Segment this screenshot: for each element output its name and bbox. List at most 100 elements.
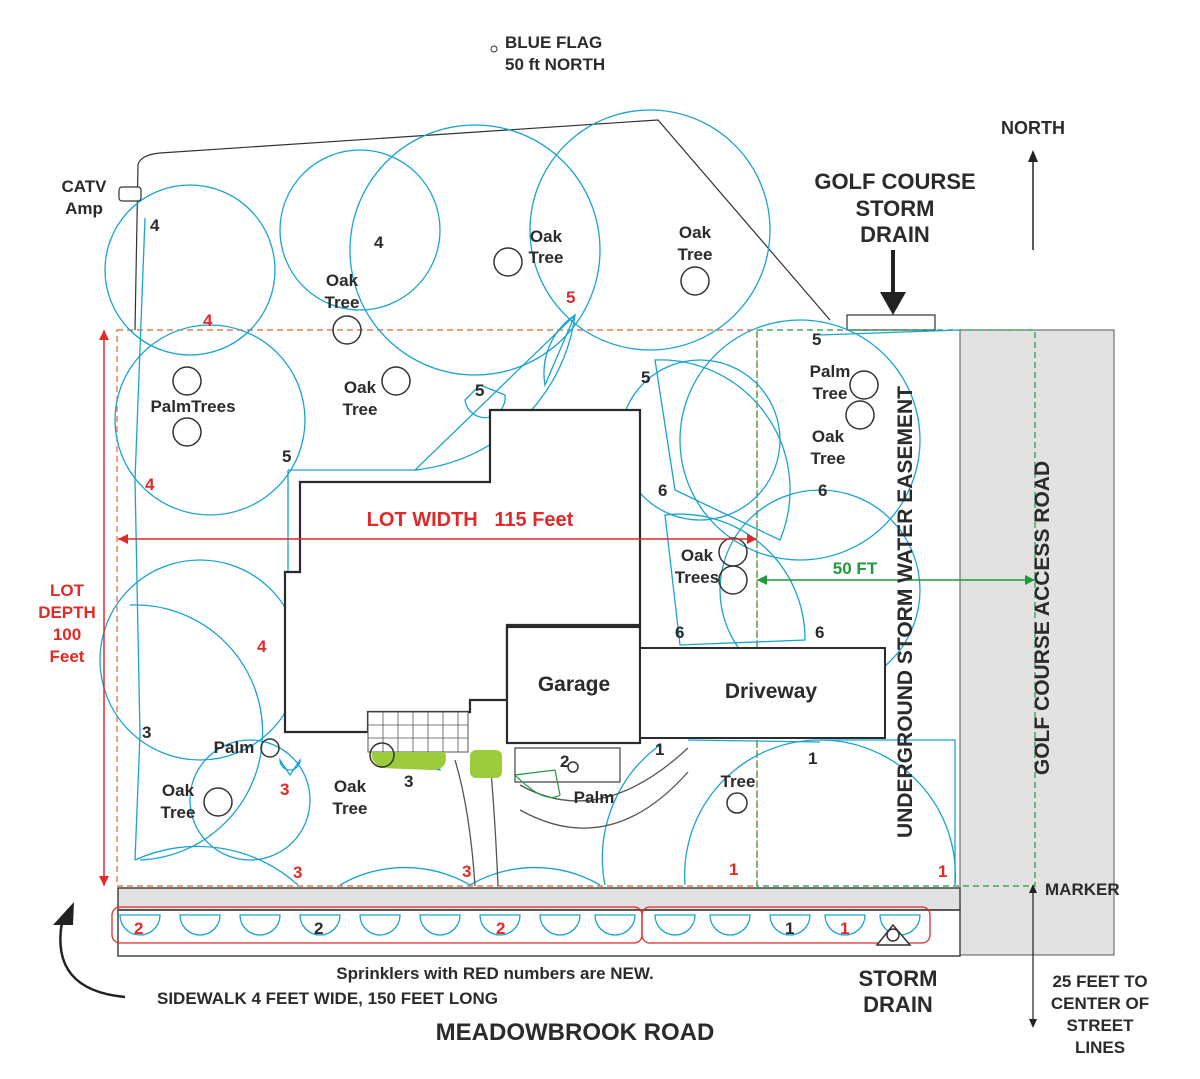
golf-drain-label-2: STORM — [855, 196, 934, 221]
lot-depth-label-3: 100 — [53, 625, 81, 644]
golf-access-road — [959, 329, 1115, 956]
walkway — [454, 747, 689, 887]
oak-trees-label: Trees — [675, 568, 719, 587]
zone-numbers: 4 4 4 5 5 5 5 5 4 6 6 4 6 6 3 1 1 2 3 3 … — [134, 216, 947, 938]
oak-tree-label: Oak — [334, 777, 367, 796]
zone-number-2-new: 2 — [496, 919, 505, 938]
zone-number-4-new: 4 — [145, 475, 155, 494]
lot-boundary — [116, 329, 758, 887]
zone-number-1: 1 — [808, 749, 817, 768]
tree-label: Tree — [721, 772, 756, 791]
blue-flag-label: BLUE FLAG — [505, 33, 602, 52]
golf-drain-box — [846, 314, 936, 331]
amp-label: Amp — [65, 199, 103, 218]
zone-number-3-new: 3 — [280, 780, 289, 799]
oak-tree-label: Tree — [343, 400, 378, 419]
oak-tree-label: Tree — [678, 245, 713, 264]
oak-tree-label: Oak — [812, 427, 845, 446]
patio-grid-lines — [368, 712, 468, 752]
center-label-1: 25 FEET TO — [1052, 972, 1147, 991]
zone-number-3: 3 — [404, 772, 413, 791]
north-label: NORTH — [1001, 118, 1065, 138]
oak-tree-label: Oak — [344, 378, 377, 397]
tree-labels: Oak Tree Oak Tree Oak Tree Oak Tree Palm… — [150, 223, 850, 822]
storm-drain-label-1: STORM — [858, 966, 937, 991]
patio-grid — [367, 711, 469, 753]
oak-tree-label: Oak — [326, 271, 359, 290]
catv-label: CATV — [61, 177, 107, 196]
oak-tree-label: Tree — [529, 248, 564, 267]
lot-width-label: LOT WIDTH 115 Feet — [367, 509, 574, 531]
zone-number-5: 5 — [475, 381, 484, 400]
storm-drain-inlet — [886, 928, 900, 942]
zone-number-3-new: 3 — [293, 863, 302, 882]
zone-number-1-new: 1 — [938, 862, 947, 881]
oak-tree-label: Oak — [162, 781, 195, 800]
palm-tree-label: Tree — [813, 384, 848, 403]
easement-boundary — [756, 329, 1036, 887]
driveway-label: Driveway — [725, 680, 818, 703]
oak-tree-label: Oak — [679, 223, 712, 242]
sidewalk-sprays — [119, 914, 921, 936]
easement-label: UNDERGROUND STORM WATER EASEMENT — [894, 386, 917, 838]
property-boundary — [134, 119, 831, 331]
palm-label: Palm — [214, 738, 255, 757]
center-label-4: LINES — [1075, 1038, 1125, 1057]
golf-drain-label-3: DRAIN — [860, 222, 930, 247]
zone-number-1: 1 — [785, 919, 794, 938]
zone-number-1: 1 — [655, 740, 664, 759]
lot-depth-label-2: DEPTH — [38, 603, 96, 622]
zone-number-1-new: 1 — [729, 860, 738, 879]
palm-trees-label: PalmTrees — [150, 397, 235, 416]
zone-number-1-new: 1 — [840, 919, 849, 938]
shrub-bed-2 — [470, 750, 502, 778]
center-label-2: CENTER OF — [1051, 994, 1149, 1013]
oak-trees-label: Oak — [681, 546, 714, 565]
zone-number-6: 6 — [815, 623, 824, 642]
zone-number-4-new: 4 — [203, 311, 213, 330]
zone-number-6: 6 — [818, 481, 827, 500]
dimension-lines — [53, 150, 1038, 1028]
zone-number-2: 2 — [560, 752, 569, 771]
garage-label: Garage — [538, 673, 610, 696]
house-outline — [283, 408, 642, 734]
fifty-ft-label: 50 FT — [833, 559, 878, 578]
new-sprinkler-note: Sprinklers with RED numbers are NEW. — [336, 964, 653, 983]
zone-number-6: 6 — [675, 623, 684, 642]
palm-label: Palm — [574, 788, 615, 807]
zone-number-6: 6 — [658, 481, 667, 500]
zone-number-5: 5 — [282, 447, 291, 466]
zone-number-3: 3 — [142, 723, 151, 742]
access-road-label: GOLF COURSE ACCESS ROAD — [1031, 461, 1054, 775]
sidewalk-label: SIDEWALK 4 FEET WIDE, 150 FEET LONG — [157, 989, 498, 1008]
zone-number-4: 4 — [374, 233, 384, 252]
shrub-bed-1 — [371, 752, 446, 770]
garage-block — [505, 625, 642, 745]
sidewalk-lower — [117, 909, 961, 957]
zone-outline-left — [111, 906, 643, 944]
spray-patterns — [99, 109, 961, 886]
tree-markers — [172, 247, 879, 817]
blue-flag-distance: 50 ft NORTH — [505, 55, 605, 74]
storm-drain-label-2: DRAIN — [863, 992, 933, 1017]
zone-number-4: 4 — [150, 216, 160, 235]
blue-flag-marker — [490, 45, 498, 53]
storm-drain-icon — [875, 923, 912, 946]
zone-number-3-new: 3 — [462, 862, 471, 881]
zone-number-5: 5 — [641, 368, 650, 387]
catv-amp-box — [118, 186, 142, 202]
zone-number-2: 2 — [314, 919, 323, 938]
planter-box — [514, 747, 621, 783]
shrub-bed-3 — [513, 769, 561, 799]
golf-drain-label-1: GOLF COURSE — [814, 169, 975, 194]
oak-tree-label: Tree — [161, 803, 196, 822]
oak-tree-label: Oak — [530, 227, 563, 246]
road-label: MEADOWBROOK ROAD — [436, 1019, 715, 1046]
zone-number-5: 5 — [812, 330, 821, 349]
zone-number-4-new: 4 — [257, 637, 267, 656]
lot-depth-label-4: Feet — [50, 647, 85, 666]
lot-depth-label-1: LOT — [50, 581, 85, 600]
oak-tree-label: Tree — [811, 449, 846, 468]
driveway-block — [639, 647, 886, 739]
